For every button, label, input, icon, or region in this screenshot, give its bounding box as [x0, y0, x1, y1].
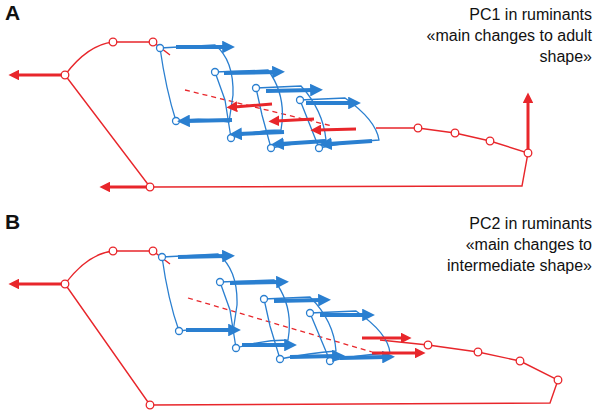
panel-note: PC2 in ruminants «main changes to interm…: [422, 213, 592, 276]
tooth-landmarks: [159, 254, 334, 365]
red-arrows: [16, 75, 528, 187]
blue-arrows: [176, 47, 372, 144]
tooth-row-line: [188, 298, 372, 352]
tooth-landmarks: [157, 45, 323, 152]
skull-outline: [65, 251, 170, 284]
red-arrows: [16, 284, 418, 353]
teeth-outlines: [160, 45, 379, 148]
skull-landmarks: [61, 38, 532, 191]
panel-letter: A: [5, 1, 20, 25]
skull-outline: [65, 284, 558, 405]
skull-outline: [65, 42, 170, 75]
skull-outline: [65, 75, 528, 187]
panel-letter: B: [5, 210, 20, 234]
panel-a-shape: [16, 38, 532, 191]
teeth-outlines: [162, 254, 390, 361]
panel-note: PC1 in ruminants «main changes to adult …: [422, 4, 592, 67]
blue-arrows: [178, 256, 386, 358]
tooth-row-line: [185, 90, 332, 126]
